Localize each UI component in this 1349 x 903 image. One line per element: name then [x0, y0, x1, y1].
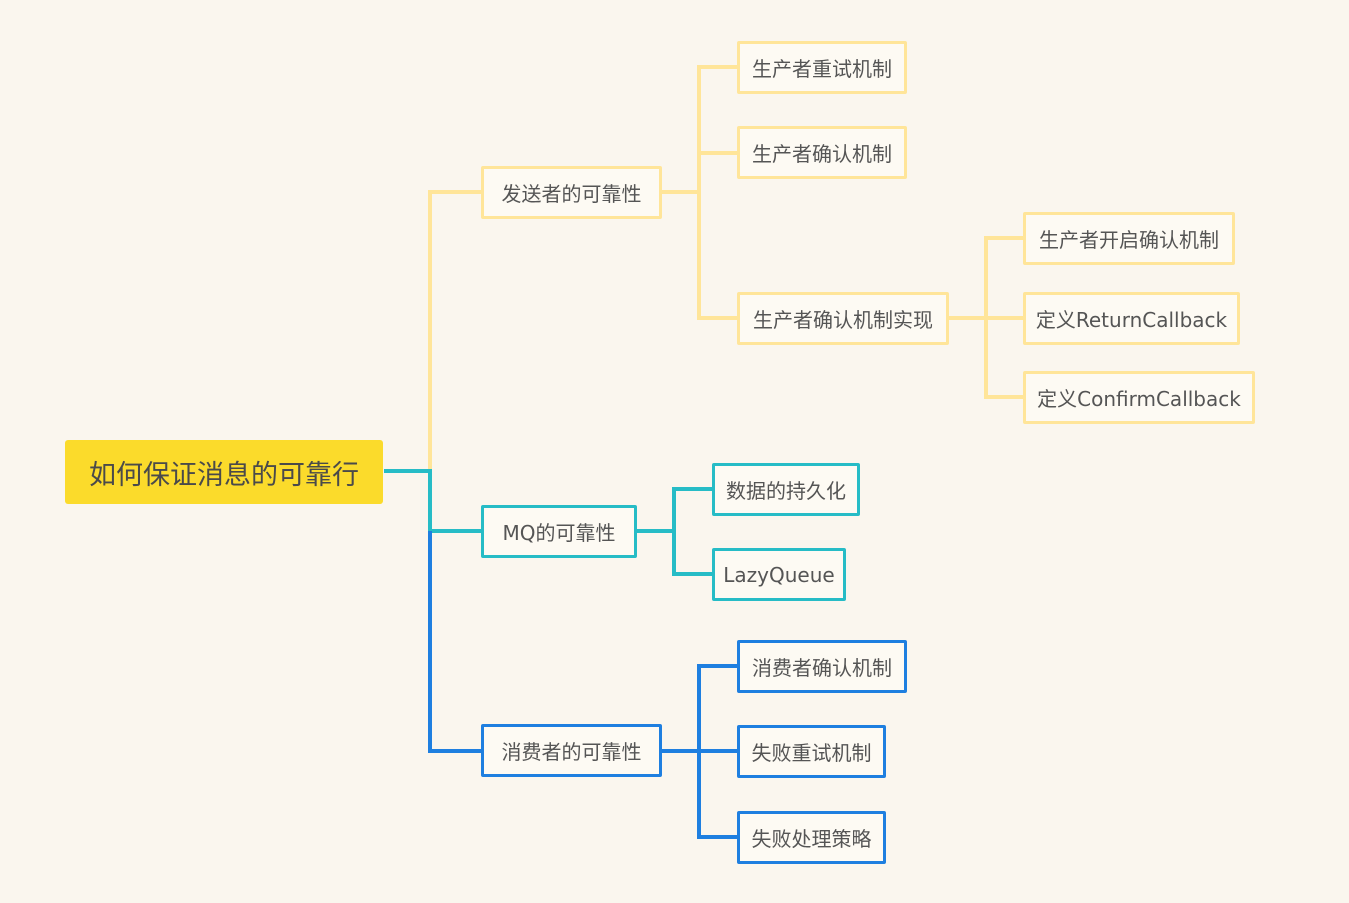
node-producer-retry[interactable]: 生产者重试机制: [737, 41, 907, 94]
node-return-callback[interactable]: 定义ReturnCallback: [1023, 292, 1240, 345]
node-failure-strategy[interactable]: 失败处理策略: [737, 811, 886, 864]
node-lazy-queue[interactable]: LazyQueue: [712, 548, 846, 601]
node-enable-confirm[interactable]: 生产者开启确认机制: [1023, 212, 1235, 265]
branch-consumer-reliability[interactable]: 消费者的可靠性: [481, 724, 662, 777]
branch-sender-reliability[interactable]: 发送者的可靠性: [481, 166, 662, 219]
connector-consumer-children: [661, 664, 737, 839]
node-failure-retry[interactable]: 失败重试机制: [737, 725, 886, 778]
connector-root-sender: [384, 190, 481, 473]
connector-mq-children: [636, 487, 712, 576]
node-data-persistence[interactable]: 数据的持久化: [712, 463, 860, 516]
node-producer-confirm-impl[interactable]: 生产者确认机制实现: [737, 292, 949, 345]
connector-root-mq: [384, 469, 481, 533]
node-consumer-ack[interactable]: 消费者确认机制: [737, 640, 907, 693]
connector-sender-children: [661, 65, 737, 320]
connector-root-consumer: [428, 531, 481, 753]
branch-mq-reliability[interactable]: MQ的可靠性: [481, 505, 637, 558]
node-confirm-callback[interactable]: 定义ConfirmCallback: [1023, 371, 1255, 424]
node-producer-confirm[interactable]: 生产者确认机制: [737, 126, 907, 179]
root-topic[interactable]: 如何保证消息的可靠行: [65, 440, 383, 504]
connector-impl-children: [948, 236, 1023, 399]
